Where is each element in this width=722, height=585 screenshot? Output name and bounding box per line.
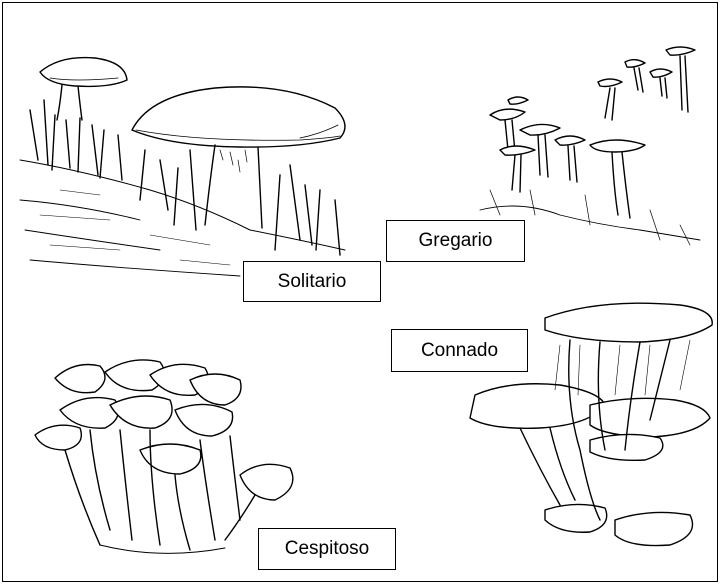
label-gregario: Gregario	[386, 220, 525, 262]
label-cespitoso: Cespitoso	[258, 528, 396, 570]
gregarious-mushrooms-illustration	[480, 47, 700, 245]
solitary-mushroom-illustration	[20, 58, 345, 276]
caespitose-mushrooms-illustration	[35, 360, 293, 553]
label-solitario: Solitario	[243, 261, 381, 302]
label-connado: Connado	[391, 329, 528, 372]
